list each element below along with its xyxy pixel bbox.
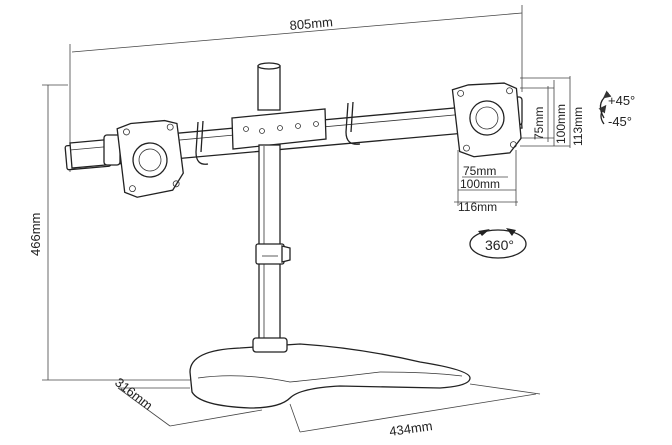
vesa-h-116-label: 116mm [458, 200, 497, 214]
tilt-down-arrow [598, 104, 607, 125]
vesa-right-ring [469, 100, 505, 136]
clamp-hole [313, 121, 319, 127]
base-width-line [299, 393, 537, 433]
vesa-left-hole [123, 128, 130, 136]
vesa-h-75-label: 75mm [463, 164, 496, 178]
vesa-right-inner-ring [475, 106, 499, 130]
vesa-v-75-label: 75mm [532, 107, 546, 140]
vesa-left-hole [172, 180, 180, 188]
swivel-arrow-left [478, 229, 490, 236]
vesa-left-hole [129, 185, 136, 193]
swivel-ellipse [469, 229, 527, 259]
width-dimension-line [71, 12, 523, 53]
arm-bar [64, 96, 523, 171]
swivel-indicator: 360° [469, 228, 527, 259]
base-edge-line [197, 371, 463, 383]
base-depth-ext-bottom [169, 409, 263, 427]
vesa-v-100-label: 100mm [554, 104, 568, 144]
pole-collar-knob [281, 245, 291, 263]
base-width-ext-right [469, 383, 541, 395]
vesa-right-hole [509, 141, 517, 149]
pole-top [257, 62, 281, 111]
swivel-arrow-right [506, 228, 516, 236]
left-joint [103, 134, 121, 166]
vesa-vertical-dimensions: 75mm 100mm 113mm [520, 76, 585, 148]
swivel-label: 360° [485, 237, 514, 253]
vesa-right-hole [457, 89, 465, 97]
vesa-plate-right [451, 82, 522, 158]
vesa-h-100-label: 100mm [460, 177, 500, 191]
clamp-hole [243, 126, 249, 132]
base-pole-socket [252, 337, 288, 353]
arm-center-clamp [231, 108, 327, 150]
width-label: 805mm [289, 14, 334, 33]
base [189, 337, 471, 409]
vesa-left-inner-ring [138, 148, 162, 172]
vesa-left-ring [132, 142, 168, 178]
base-width-dimension: 434mm [289, 383, 541, 439]
base-width-ext-left [289, 403, 301, 433]
pole-top-cap [257, 62, 281, 70]
vesa-v-113-label: 113mm [571, 107, 585, 146]
tilt-indicator: +45° -45° [598, 90, 635, 129]
vesa-horizontal-dimensions: 75mm 100mm 116mm [454, 150, 518, 214]
width-dimension: 805mm [69, 5, 523, 172]
base-width-label: 434mm [388, 418, 433, 439]
vesa-plate-left [116, 119, 184, 198]
clamp-hole [259, 128, 265, 134]
vesa-right-hole [463, 144, 470, 152]
pole-collar [255, 243, 285, 265]
vesa-right-hole [506, 87, 513, 95]
base-plate [189, 343, 471, 409]
base-depth-line [117, 387, 171, 427]
height-dimension: 466mm [28, 84, 200, 381]
pole [255, 144, 291, 346]
height-label: 466mm [28, 213, 43, 256]
pole-top-cylinder [257, 65, 281, 111]
cable-hook-right-inner [350, 101, 354, 133]
tilt-down-label: -45° [608, 114, 632, 129]
tilt-up-label: +45° [608, 93, 635, 108]
cable-hook-left-inner [200, 120, 204, 153]
clamp-hole [295, 123, 301, 129]
cable-hook-right [345, 102, 361, 145]
cable-hook-left [195, 121, 209, 165]
vesa-left-hole [166, 123, 174, 131]
clamp-hole [277, 125, 283, 131]
